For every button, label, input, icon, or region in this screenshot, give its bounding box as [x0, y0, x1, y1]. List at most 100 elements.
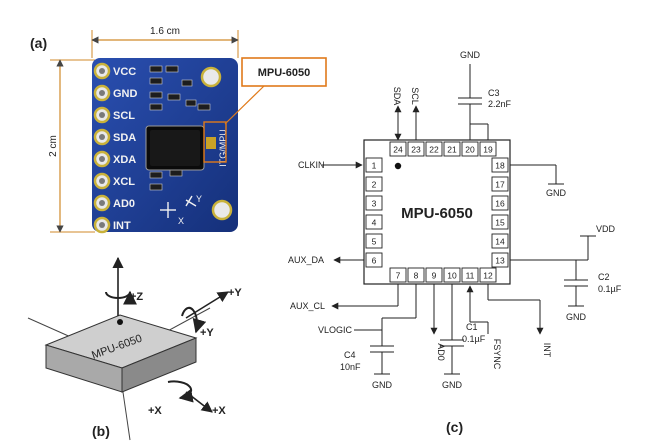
schematic-pin: 22 — [425, 141, 443, 157]
schematic-pin-number: 2 — [372, 180, 377, 190]
schematic-pin: 17 — [491, 176, 509, 192]
schematic-pin-number: 17 — [495, 180, 505, 190]
z-axis-label: +Z — [130, 291, 143, 303]
schematic-pin: 9 — [425, 267, 443, 283]
y-axis-label: +Y — [228, 287, 242, 299]
scl-label: SCL — [410, 87, 420, 105]
schematic-pin: 2 — [365, 176, 383, 192]
board-axis-x: X — [178, 216, 184, 226]
schematic-pin-number: 20 — [465, 145, 475, 155]
schematic-pin-number: 1 — [372, 161, 377, 171]
panel-label-c: (c) — [446, 419, 463, 435]
schematic-pin: 1 — [365, 157, 383, 173]
schematic-pin-number: 10 — [447, 271, 457, 281]
schematic-pin: 5 — [365, 233, 383, 249]
board-axis-y: Y — [196, 194, 202, 204]
chip-block: MPU-6050 — [44, 314, 198, 393]
chip-pad — [206, 137, 216, 149]
schematic-pin: 14 — [491, 233, 509, 249]
schematic-pin: 19 — [479, 141, 497, 157]
header-pin-label: GND — [113, 88, 138, 100]
schematic-pin: 15 — [491, 214, 509, 230]
aux-da-label: AUX_DA — [288, 255, 324, 265]
schematic-pin-number: 11 — [466, 271, 475, 281]
height-dim-label: 2 cm — [48, 135, 59, 157]
ad0-label: AD0 — [436, 343, 446, 361]
schematic-pin: 7 — [389, 267, 407, 283]
panel-b: MPU-6050 +Z +Y +Y +X +X (b) — [27, 256, 242, 441]
y-axis-arrow — [185, 291, 229, 319]
c3-value: 2.2nF — [488, 99, 512, 109]
schematic-pin: 10 — [443, 267, 461, 283]
c2-name: C2 — [598, 272, 610, 282]
aux-cl-label: AUX_CL — [290, 301, 325, 311]
c2-value: 0.1µF — [598, 284, 622, 294]
header-pin: XCL — [93, 172, 135, 190]
header-pin-label: SDA — [113, 132, 136, 144]
schematic-pin: 4 — [365, 214, 383, 230]
schematic-pin: 21 — [443, 141, 461, 157]
schematic-pin: 11 — [461, 267, 479, 283]
x-rotation-arrow — [167, 380, 194, 403]
chip-marking: ITG/MPU — [218, 129, 228, 167]
mounting-hole — [211, 199, 233, 221]
pin1-marker — [394, 162, 402, 170]
schematic-pin-number: 15 — [495, 218, 505, 228]
clkin-label: CLKIN — [298, 160, 325, 170]
header-pin-label: XDA — [113, 154, 136, 166]
schematic-pin: 13 — [491, 252, 509, 268]
c4-value: 10nF — [340, 362, 361, 372]
panel-label-b: (b) — [92, 423, 110, 439]
header-pin: XDA — [93, 150, 136, 168]
pin1-dot — [117, 319, 123, 325]
gnd-label-c1: GND — [442, 380, 463, 390]
board-axis-symbol — [160, 195, 197, 218]
y-rotation-arrow — [181, 306, 207, 334]
schematic-pin-number: 9 — [432, 271, 437, 281]
panel-label-a: (a) — [30, 35, 47, 51]
int-label: INT — [542, 343, 552, 358]
schematic-pin-number: 7 — [396, 271, 401, 281]
header-pin-label: VCC — [113, 66, 136, 78]
schematic-pin-number: 22 — [429, 145, 439, 155]
c1-value: 0.1µF — [462, 334, 486, 344]
x-axis-arrow — [185, 391, 213, 413]
width-dim-label: 1.6 cm — [150, 26, 180, 37]
gnd-label-right: GND — [546, 188, 567, 198]
callout: MPU-6050 — [203, 57, 327, 163]
schematic-pin-number: 6 — [372, 256, 377, 266]
width-dimension: 1.6 cm — [91, 26, 239, 58]
schematic-pin-number: 14 — [495, 237, 505, 247]
panel-a: (a) 1.6 cm 2 cm — [30, 26, 327, 234]
schematic-pin: 20 — [461, 141, 479, 157]
y-rotation-label: +Y — [200, 327, 214, 339]
schematic-pin-number: 12 — [483, 271, 493, 281]
gnd-label-top: GND — [460, 50, 481, 60]
c4-name: C4 — [344, 350, 356, 360]
schematic-pin-number: 5 — [372, 237, 377, 247]
smd-components — [149, 65, 211, 191]
schematic-pin-number: 19 — [483, 145, 493, 155]
header-pin: GND — [93, 84, 138, 102]
schematic-chip-label: MPU-6050 — [401, 205, 473, 222]
schematic-pin: 8 — [407, 267, 425, 283]
callout-box — [241, 57, 327, 87]
header-pin: AD0 — [93, 194, 135, 212]
schematic-pin-number: 18 — [495, 161, 505, 171]
header-pin-label: SCL — [113, 110, 135, 122]
height-dimension: 2 cm — [48, 59, 95, 233]
header-pin: VCC — [93, 62, 136, 80]
header-pin: INT — [93, 216, 131, 234]
schematic-pin-number: 3 — [372, 199, 377, 209]
gnd-label-c2: GND — [566, 312, 587, 322]
schematic-pin: 23 — [407, 141, 425, 157]
schematic-wires — [322, 64, 596, 375]
schematic-pin-number: 8 — [414, 271, 419, 281]
schematic-pin: 3 — [365, 195, 383, 211]
schematic-pin-number: 16 — [495, 199, 505, 209]
